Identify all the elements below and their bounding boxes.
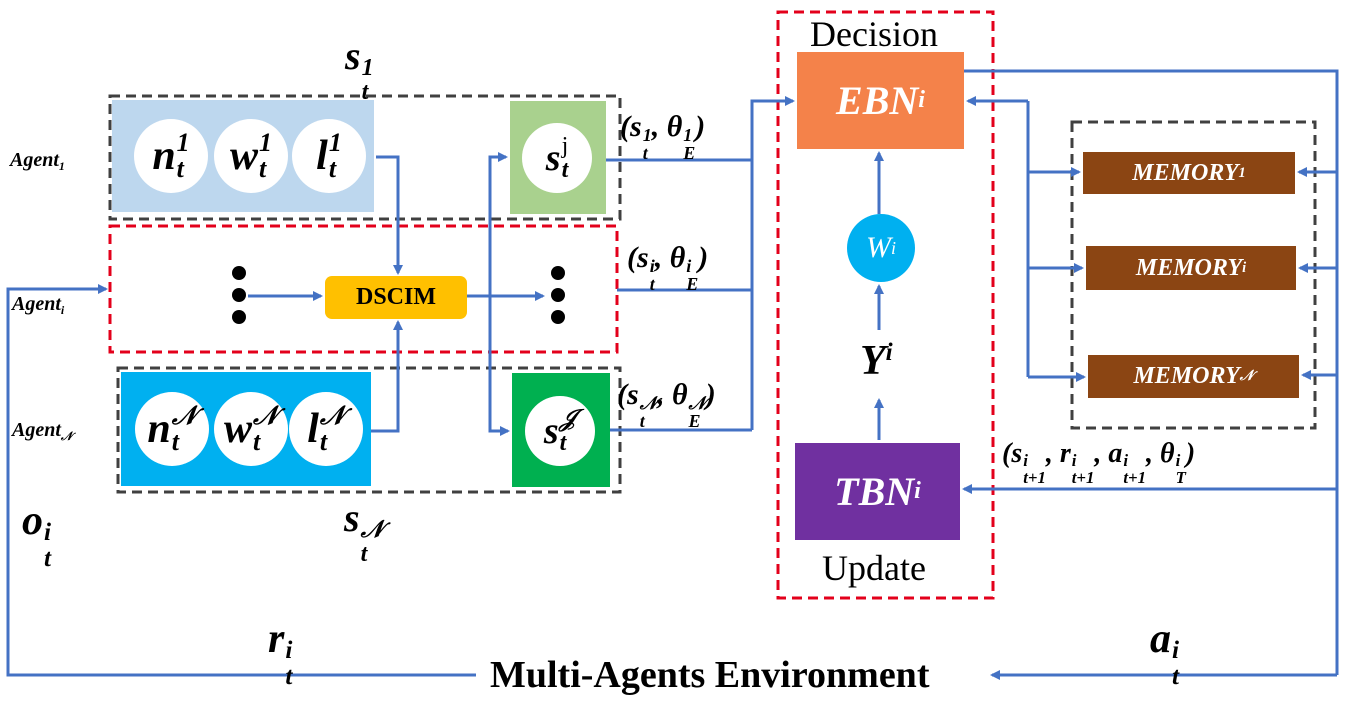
dot-right-2 — [551, 288, 565, 302]
agent1-group-border — [108, 94, 622, 221]
line-ebn-to-rail — [964, 69, 1339, 675]
arrow-branch-to-sJ — [488, 300, 510, 436]
agent-i-label: Agenti — [12, 293, 65, 318]
ebn-box — [797, 52, 964, 149]
arrow-agentN-to-dscim — [371, 320, 403, 433]
tbn-box — [795, 443, 960, 540]
arrow-agent1-to-dscim — [376, 155, 403, 275]
dot-right-3 — [551, 310, 565, 324]
decision-title: Decision — [810, 14, 938, 54]
y-label: Yi — [860, 338, 893, 384]
memory-N-box — [1088, 355, 1299, 398]
agent-1-label: Agent1 — [10, 149, 65, 174]
dscim-label: DSCIM — [355, 284, 436, 310]
dot-left-3 — [232, 310, 246, 324]
dot-right-1 — [551, 266, 565, 280]
dot-left-2 — [232, 288, 246, 302]
dot-left-1 — [232, 266, 246, 280]
environment-label: Multi-Agents Environment — [490, 654, 930, 696]
update-title: Update — [822, 548, 926, 588]
w-circle — [847, 214, 915, 282]
arrow-to-ebn — [750, 96, 795, 430]
dscim-box — [325, 276, 467, 319]
arrow-branch-to-sj — [488, 152, 508, 430]
arrow-env-to-agenti — [6, 284, 476, 677]
memory-i-box — [1086, 246, 1296, 290]
memory-group-border — [1070, 120, 1317, 430]
agent-N-label: Agent𝒩 — [12, 419, 73, 444]
memory-1-box — [1083, 152, 1295, 194]
